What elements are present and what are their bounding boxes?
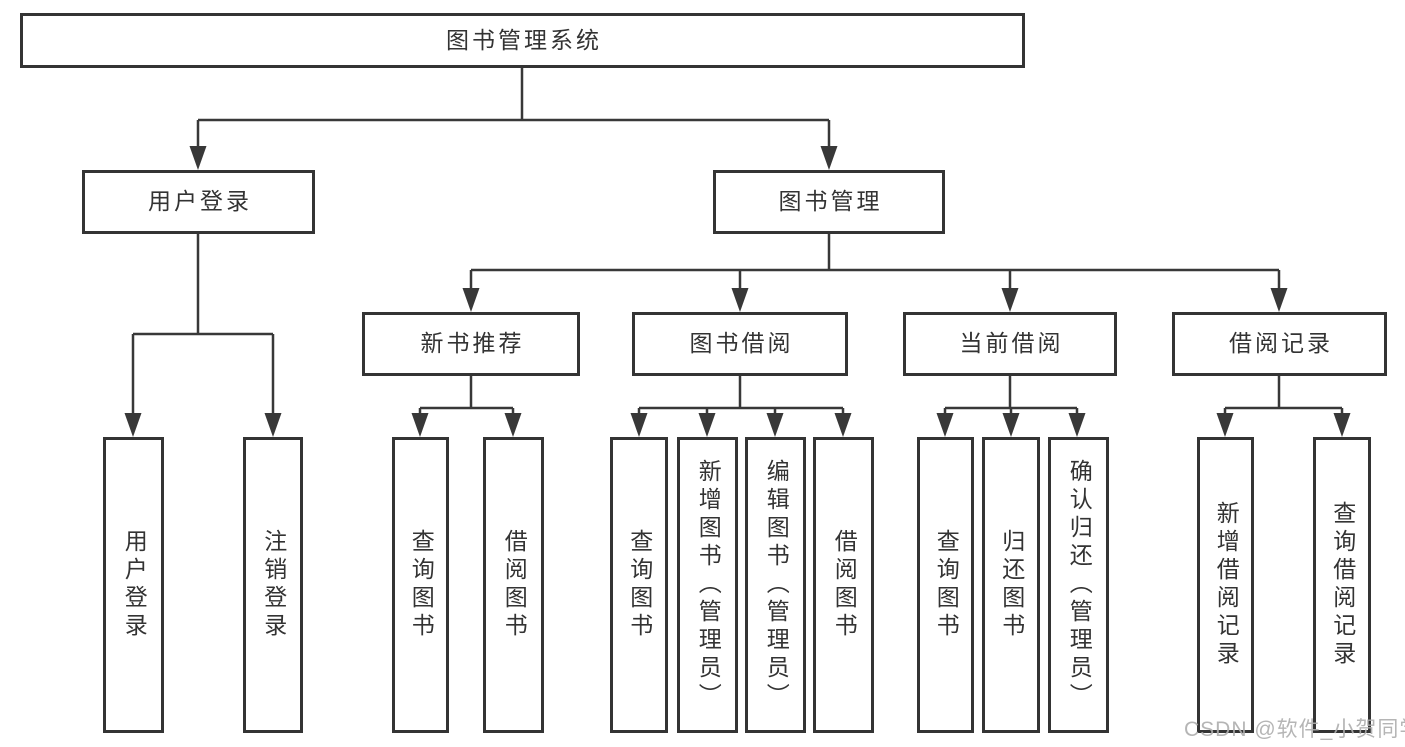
leaf-label: 查询图书	[626, 529, 653, 641]
leaf-query-books: 查询图书	[917, 437, 974, 733]
node-borrow-records: 借阅记录	[1172, 312, 1387, 376]
leaf-query-borrow-record: 查询借阅记录	[1313, 437, 1371, 733]
node-library-system: 图书管理系统	[20, 13, 1025, 68]
leaf-label: 新增图书（管理员）	[695, 459, 722, 711]
leaf-label: 注销登录	[260, 529, 287, 641]
leaf-logout: 注销登录	[243, 437, 303, 733]
csdn-watermark: CSDN @软件_小贺同学	[1184, 718, 1405, 741]
leaf-borrow-books: 借阅图书	[483, 437, 544, 733]
leaf-label: 编辑图书（管理员）	[763, 459, 790, 711]
node-new-book-recommend: 新书推荐	[362, 312, 580, 376]
leaf-query-books: 查询图书	[392, 437, 449, 733]
leaf-borrow-books: 借阅图书	[813, 437, 874, 733]
leaf-return-books: 归还图书	[982, 437, 1040, 733]
node-book-management: 图书管理	[713, 170, 945, 234]
leaf-query-books: 查询图书	[610, 437, 668, 733]
leaf-label: 借阅图书	[831, 529, 858, 641]
leaf-label: 查询图书	[933, 529, 960, 641]
leaf-label: 归还图书	[998, 529, 1025, 641]
leaf-label: 查询借阅记录	[1329, 501, 1356, 669]
leaf-label: 借阅图书	[501, 529, 528, 641]
leaf-add-borrow-record: 新增借阅记录	[1197, 437, 1254, 733]
leaf-label: 查询图书	[408, 529, 435, 641]
leaf-add-book-admin: 新增图书（管理员）	[677, 437, 738, 733]
node-book-borrowing: 图书借阅	[632, 312, 848, 376]
leaf-user-login: 用户登录	[103, 437, 164, 733]
arrowhead-icons	[124, 146, 1351, 437]
leaf-label: 确认归还（管理员）	[1066, 459, 1093, 711]
node-user-login: 用户登录	[82, 170, 315, 234]
leaf-label: 用户登录	[121, 529, 148, 641]
leaf-confirm-return-admin: 确认归还（管理员）	[1048, 437, 1109, 733]
node-current-borrowing: 当前借阅	[903, 312, 1117, 376]
leaf-edit-book-admin: 编辑图书（管理员）	[745, 437, 806, 733]
leaf-label: 新增借阅记录	[1213, 501, 1240, 669]
